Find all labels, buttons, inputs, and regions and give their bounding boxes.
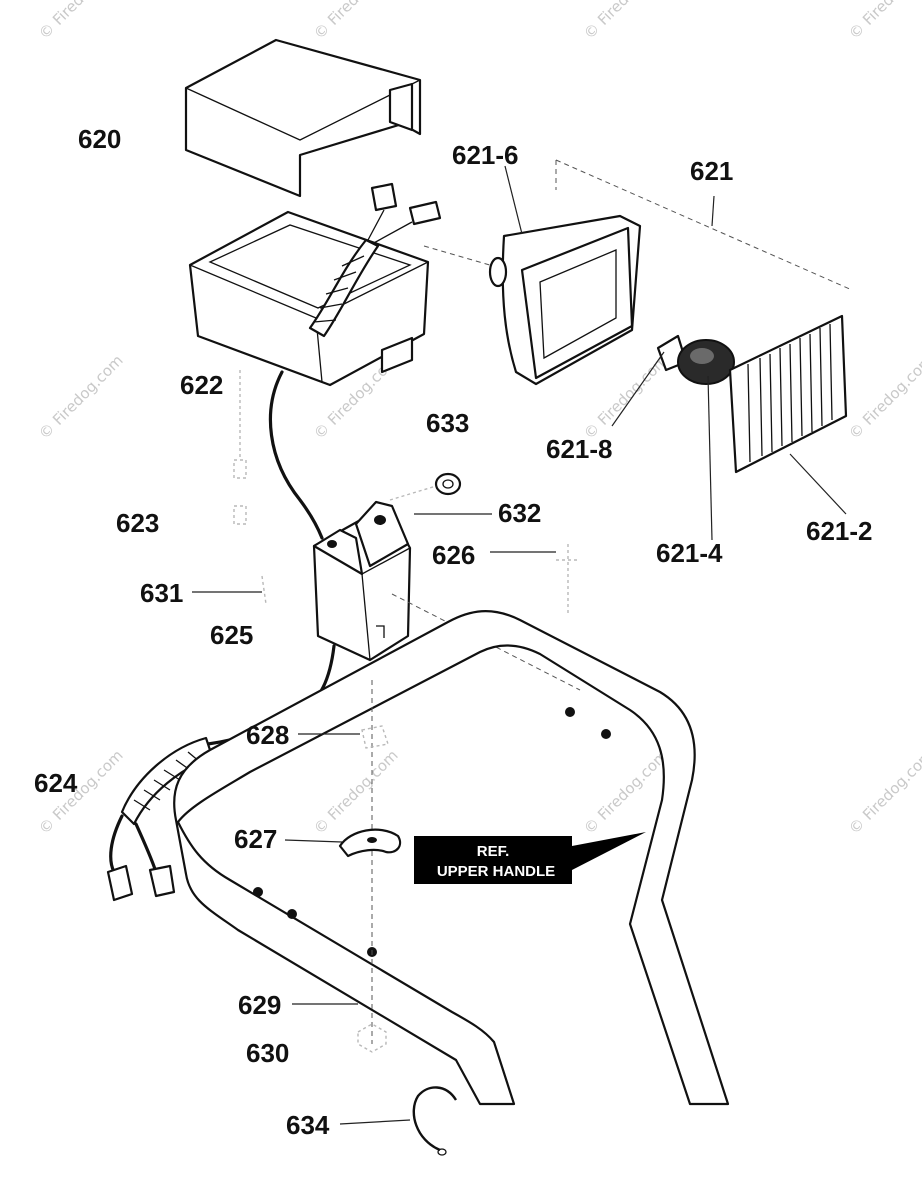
part-625-switch (312, 500, 412, 662)
label-630: 630 (246, 1038, 289, 1068)
part-620-cover (184, 38, 422, 198)
part-621-4-lamp (677, 339, 735, 385)
part-631 (261, 575, 267, 605)
watermark: © Firedog.com (580, 0, 672, 43)
watermark: © Firedog.com (310, 746, 402, 838)
part-634-clip (412, 1086, 458, 1156)
label-623: 623 (116, 508, 159, 538)
label-629: 629 (238, 990, 281, 1020)
dash-switch-handle (391, 593, 581, 691)
part-627-clamp (338, 828, 402, 858)
label-624: 624 (34, 768, 78, 798)
label-620: 620 (78, 124, 121, 154)
part-622-housing (188, 210, 430, 387)
part-624-coil (106, 736, 214, 902)
part-623-screw (233, 370, 247, 525)
watermark: © Firedog.com (845, 746, 922, 838)
watermark: © Firedog.com (35, 0, 127, 43)
callout-labels: 620 621-6 621 622 633 621-8 632 623 621-… (34, 124, 873, 1140)
label-621-2: 621-2 (806, 516, 873, 546)
part-626 (556, 544, 580, 616)
part-633-washer (434, 472, 462, 496)
label-627: 627 (234, 824, 277, 854)
label-631: 631 (140, 578, 183, 608)
part-621-6-headlight (488, 214, 642, 386)
leader-lines (192, 165, 847, 1125)
ref-upper-handle: REF. UPPER HANDLE (414, 832, 646, 884)
watermark: © Firedog.com (35, 351, 127, 443)
watermark: © Firedog.com (310, 0, 402, 43)
part-630-nut (357, 1023, 387, 1053)
wire-upper (268, 370, 324, 540)
wire-terminals (367, 182, 442, 245)
watermark: © Firedog.com (580, 351, 672, 443)
label-626: 626 (432, 540, 475, 570)
part-621-bracket (423, 159, 853, 291)
label-625: 625 (210, 620, 253, 650)
part-621-2-lens (728, 314, 848, 474)
label-621-8: 621-8 (546, 434, 613, 464)
label-634: 634 (286, 1110, 330, 1140)
label-628: 628 (246, 720, 289, 750)
part-628-spacer (361, 725, 389, 749)
label-621: 621 (690, 156, 733, 186)
label-633: 633 (426, 408, 469, 438)
ref-line2: UPPER HANDLE (437, 863, 555, 880)
watermark: © Firedog.com (845, 0, 922, 43)
watermark: © Firedog.com (845, 351, 922, 443)
label-621-6: 621-6 (452, 140, 519, 170)
label-621-4: 621-4 (656, 538, 723, 568)
part-632-screw (389, 485, 437, 501)
label-632: 632 (498, 498, 541, 528)
ref-line1: REF. (477, 843, 510, 860)
label-622: 622 (180, 370, 223, 400)
